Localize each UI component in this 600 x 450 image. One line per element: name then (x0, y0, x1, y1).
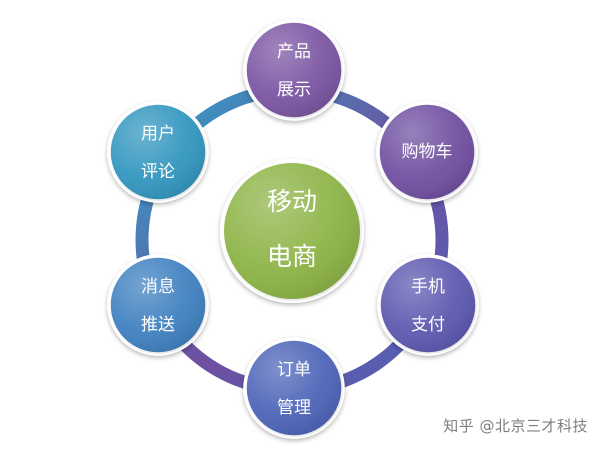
watermark: 知乎 @北京三才科技 (443, 417, 588, 435)
node-user-reviews-label-line1: 用户 (141, 124, 175, 144)
node-user-reviews-label-line2: 评论 (141, 162, 175, 182)
node-product-display-label-line2: 展示 (277, 80, 311, 100)
center-label-line1: 移动 (267, 187, 317, 216)
node-message-push-label-line1: 消息 (141, 277, 175, 297)
node-shopping-cart-label-line1: 购物车 (402, 142, 453, 162)
node-order-management-label-line2: 管理 (277, 398, 311, 418)
center-label-line2: 电商 (267, 242, 317, 271)
node-mobile-payment-label-line1: 手机 (411, 277, 445, 297)
node-order-management-label-line1: 订单 (277, 360, 311, 380)
node-message-push-label-line2: 推送 (141, 315, 175, 335)
node-mobile-payment-label-line2: 支付 (411, 315, 445, 335)
center-node (220, 159, 364, 303)
node-shopping-cart: 购物车 (376, 101, 478, 203)
node-product-display-label-line1: 产品 (277, 42, 311, 62)
